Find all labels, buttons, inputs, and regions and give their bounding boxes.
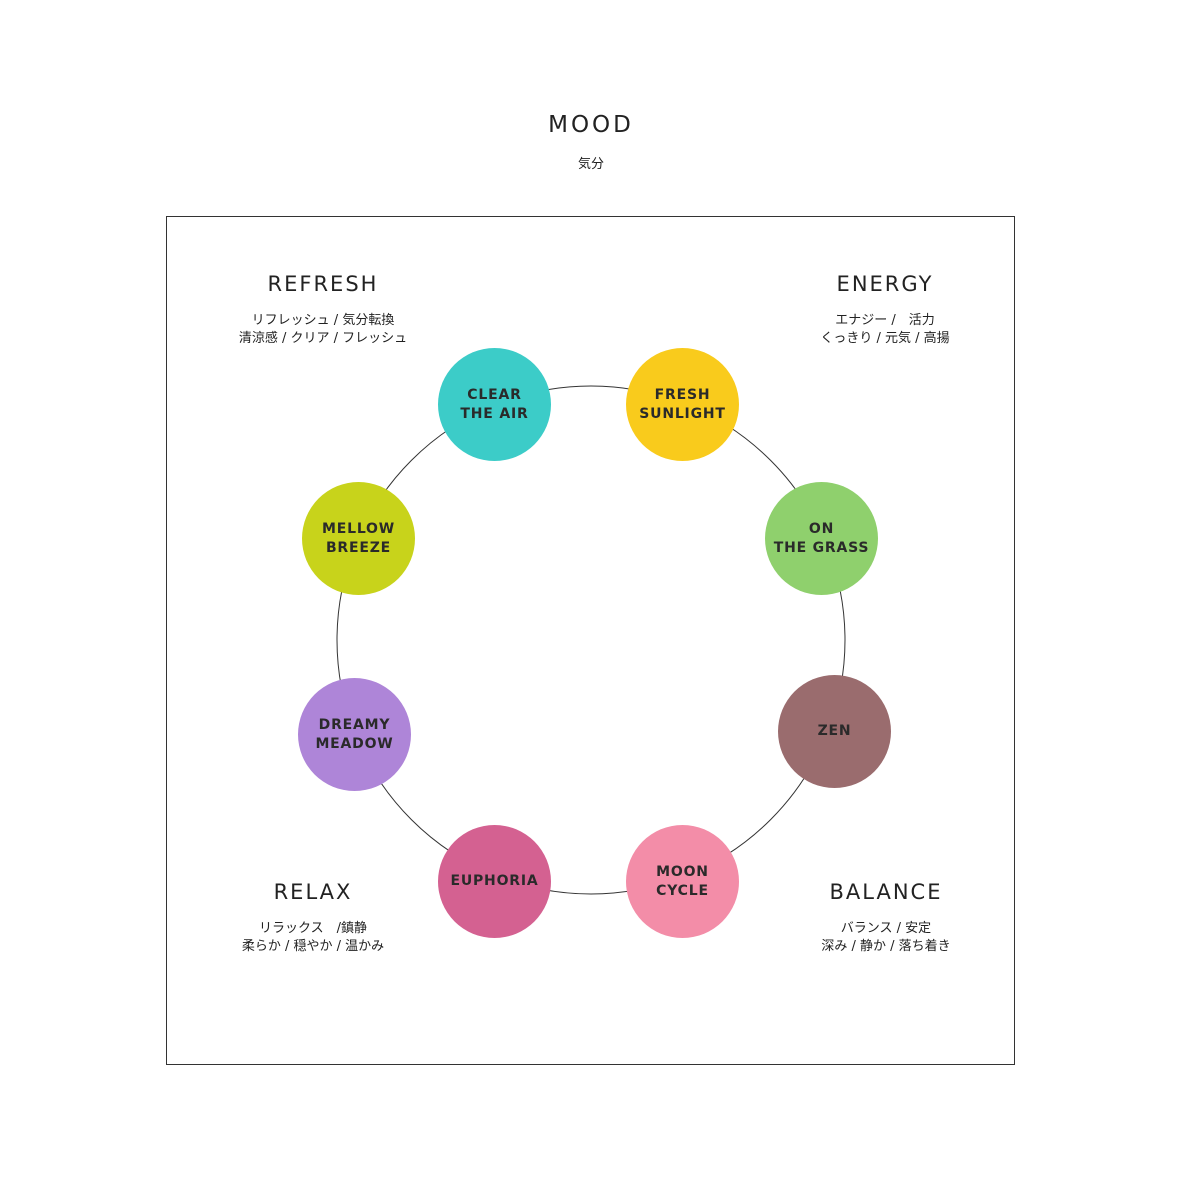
quadrant-line: バランス / 安定 [840,921,932,936]
node-label: FRESH SUNLIGHT [639,386,726,422]
mood-node-fresh-sunlight[interactable]: FRESH SUNLIGHT [626,348,739,461]
node-label: DREAMY MEADOW [315,716,394,752]
quadrant-line: リフレッシュ / 気分転換 [251,313,395,328]
mood-node-clear-the-air[interactable]: CLEAR THE AIR [438,348,551,461]
quadrant-title: ENERGY [836,272,934,296]
quadrant-energy: ENERGY エナジー / 活力 くっきり / 元気 / 高揚 [780,272,990,348]
quadrant-title: BALANCE [829,880,943,904]
mood-node-euphoria[interactable]: EUPHORIA [438,825,551,938]
mood-node-zen[interactable]: ZEN [778,675,891,788]
diagram-frame [166,216,1015,1065]
quadrant-relax: RELAX リラックス /鎮静 柔らか / 穏やか / 温かみ [208,880,418,956]
quadrant-refresh: REFRESH リフレッシュ / 気分転換 清涼感 / クリア / フレッシュ [218,272,428,348]
quadrant-line: 清涼感 / クリア / フレッシュ [238,331,408,346]
node-label: MOON CYCLE [656,863,709,899]
node-label: ON THE GRASS [773,520,870,556]
quadrant-line: 深み / 静か / 落ち着き [821,939,951,954]
mood-node-on-the-grass[interactable]: ON THE GRASS [765,482,878,595]
mood-node-mellow-breeze[interactable]: MELLOW BREEZE [302,482,415,595]
ring-circle [336,385,846,895]
quadrant-line: リラックス /鎮静 [259,921,367,936]
mood-node-moon-cycle[interactable]: MOON CYCLE [626,825,739,938]
node-label: ZEN [817,723,852,739]
quadrant-title: RELAX [273,880,353,904]
quadrant-balance: BALANCE バランス / 安定 深み / 静か / 落ち着き [768,880,1004,956]
page-subtitle: 気分 [577,157,604,172]
node-label: CLEAR THE AIR [460,386,529,422]
quadrant-line: 柔らか / 穏やか / 温かみ [241,939,385,954]
quadrant-line: エナジー / 活力 [835,313,935,328]
quadrant-title: REFRESH [267,272,379,296]
node-label: MELLOW BREEZE [322,520,395,556]
quadrant-line: くっきり / 元気 / 高揚 [820,331,950,346]
node-label: EUPHORIA [450,873,539,889]
page-title: MOOD [548,112,634,138]
mood-node-dreamy-meadow[interactable]: DREAMY MEADOW [298,678,411,791]
